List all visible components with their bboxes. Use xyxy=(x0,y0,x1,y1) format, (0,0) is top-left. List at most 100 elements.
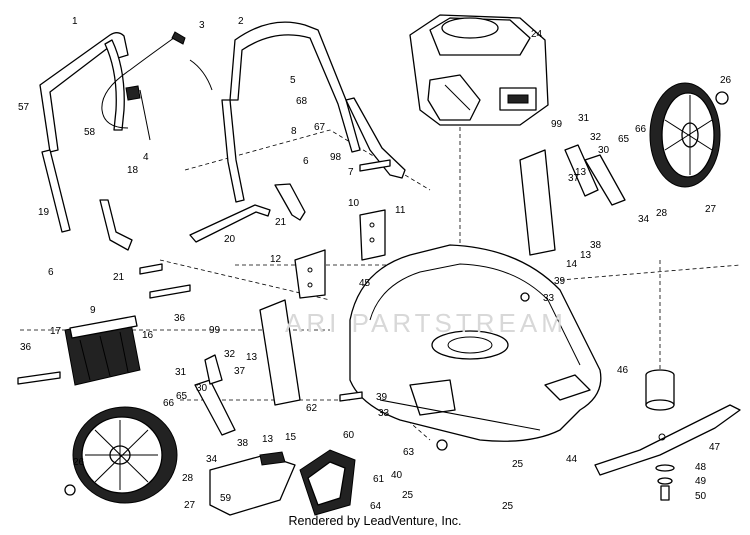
rear-axle xyxy=(189,204,271,243)
callout-13: 13 xyxy=(575,167,587,178)
upper-handle xyxy=(39,32,133,251)
callout-65-2: 65 xyxy=(176,391,188,402)
front-wheel xyxy=(72,406,178,504)
callout-40: 40 xyxy=(391,470,403,481)
callout-44: 44 xyxy=(566,454,578,465)
callout-64: 64 xyxy=(370,501,382,512)
callout-47: 47 xyxy=(709,442,721,453)
callout-66: 66 xyxy=(635,124,647,135)
callout-61: 61 xyxy=(373,474,385,485)
footer-credit: Rendered by LeadVenture, Inc. xyxy=(288,514,462,528)
callout-6: 6 xyxy=(303,156,309,167)
callout-34-2: 34 xyxy=(206,454,218,465)
callout-36-2: 36 xyxy=(20,342,32,353)
callout-2: 2 xyxy=(238,16,244,27)
callout-15: 15 xyxy=(285,432,297,443)
callout-10: 10 xyxy=(348,198,360,209)
callout-1: 1 xyxy=(72,16,78,27)
callout-14: 14 xyxy=(566,259,578,270)
callout-68: 68 xyxy=(296,96,308,107)
callout-37-2: 37 xyxy=(234,366,246,377)
callout-32: 32 xyxy=(590,132,602,143)
callout-13-3: 13 xyxy=(246,352,258,363)
bolts xyxy=(17,91,729,496)
callout-50: 50 xyxy=(695,491,707,502)
brackets xyxy=(294,209,386,299)
callout-30-2: 30 xyxy=(196,383,208,394)
callout-11: 11 xyxy=(395,205,406,216)
callout-45: 45 xyxy=(359,278,371,289)
callout-39: 39 xyxy=(554,276,566,287)
callout-13-4: 13 xyxy=(262,434,274,445)
callout-28-2: 28 xyxy=(182,473,194,484)
callout-27-2: 27 xyxy=(184,500,196,511)
callout-21: 21 xyxy=(275,217,287,228)
callout-46: 46 xyxy=(617,365,629,376)
mower-deck xyxy=(349,244,602,442)
callout-26-2: 26 xyxy=(73,457,85,468)
callout-99-2: 99 xyxy=(209,325,221,336)
callout-38: 38 xyxy=(590,240,602,251)
callout-60: 60 xyxy=(343,430,355,441)
callout-98: 98 xyxy=(330,152,342,163)
callout-8: 8 xyxy=(291,126,297,137)
callout-17: 17 xyxy=(50,326,62,337)
callout-13-2: 13 xyxy=(580,250,592,261)
watermark: ARI PARTSTREAM xyxy=(285,308,567,338)
callout-25-3: 25 xyxy=(502,501,514,512)
callout-49: 49 xyxy=(695,476,707,487)
callout-20: 20 xyxy=(224,234,236,245)
blade xyxy=(594,404,741,476)
callout-4: 4 xyxy=(143,152,149,163)
callout-38-2: 38 xyxy=(237,438,249,449)
callout-48: 48 xyxy=(695,462,707,473)
callout-24: 24 xyxy=(531,29,543,40)
callout-33: 33 xyxy=(543,293,555,304)
height-adjuster-upper xyxy=(519,144,626,256)
callout-67: 67 xyxy=(314,122,326,133)
callout-28: 28 xyxy=(656,208,668,219)
callout-39-2: 39 xyxy=(376,392,388,403)
control-cable xyxy=(101,31,213,141)
side-discharge xyxy=(209,449,356,516)
callout-59: 59 xyxy=(220,493,232,504)
callout-25: 25 xyxy=(512,459,524,470)
callout-31: 31 xyxy=(578,113,590,124)
callout-37: 37 xyxy=(568,173,580,184)
callout-9: 9 xyxy=(90,305,96,316)
callout-30: 30 xyxy=(598,145,610,156)
blade-adapter xyxy=(645,369,675,501)
callout-31-2: 31 xyxy=(175,367,187,378)
callout-26: 26 xyxy=(720,75,732,86)
callout-6-2: 6 xyxy=(48,267,54,278)
callout-58: 58 xyxy=(84,127,96,138)
callout-99: 99 xyxy=(551,119,563,130)
callout-34: 34 xyxy=(638,214,650,225)
rear-flap xyxy=(64,315,141,386)
callout-33-2: 33 xyxy=(378,408,390,419)
callout-19: 19 xyxy=(38,207,50,218)
height-adjuster-lower xyxy=(194,299,301,436)
callout-62: 62 xyxy=(306,403,318,414)
callout-66-2: 66 xyxy=(163,398,175,409)
callout-12: 12 xyxy=(270,254,282,265)
callout-25-2: 25 xyxy=(402,490,414,501)
callout-7: 7 xyxy=(348,167,354,178)
callout-3: 3 xyxy=(199,20,205,31)
callout-65: 65 xyxy=(618,134,630,145)
callout-57: 57 xyxy=(18,102,30,113)
engine xyxy=(409,14,549,126)
callout-63: 63 xyxy=(403,447,415,458)
callout-21-2: 21 xyxy=(113,272,125,283)
rear-wheel xyxy=(649,82,721,188)
callout-18: 18 xyxy=(127,165,139,176)
callout-5: 5 xyxy=(290,75,296,86)
callout-27: 27 xyxy=(705,204,717,215)
callout-16: 16 xyxy=(142,330,154,341)
callout-36: 36 xyxy=(174,313,186,324)
callout-32-2: 32 xyxy=(224,349,236,360)
lower-handle xyxy=(221,21,406,221)
